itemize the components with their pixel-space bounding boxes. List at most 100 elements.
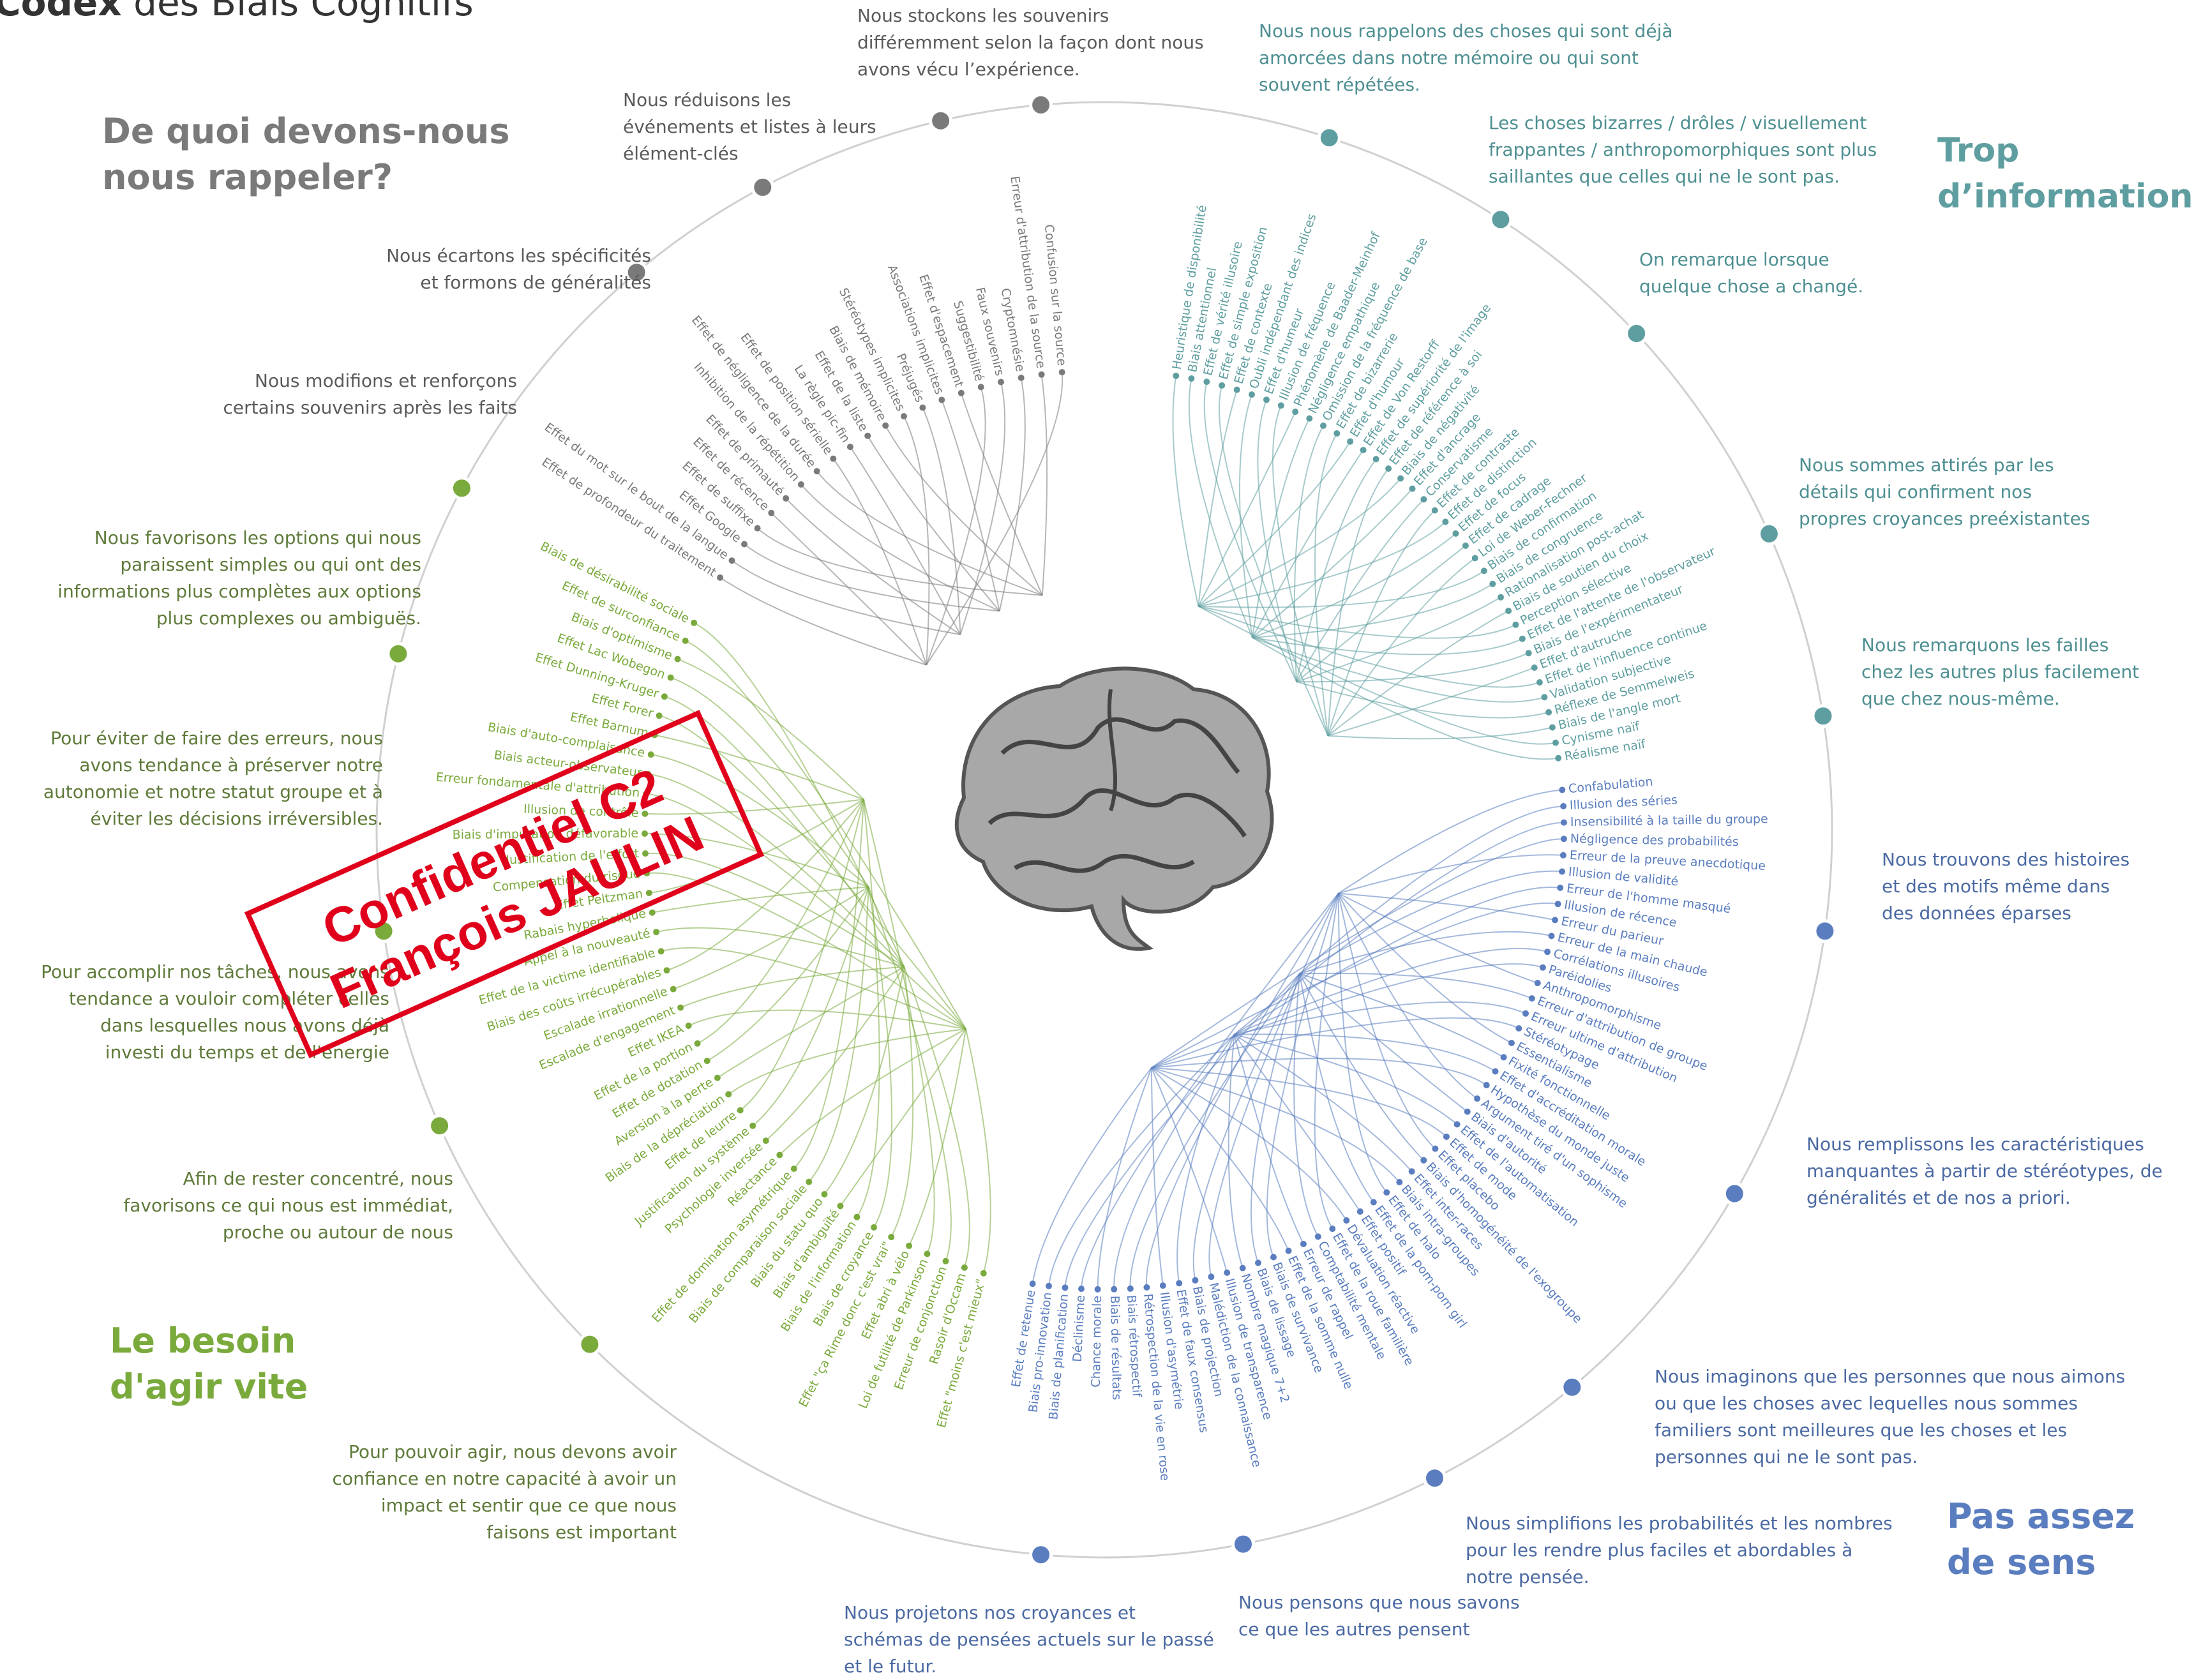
branch-line (1151, 902, 1558, 1069)
bias-node (1534, 980, 1541, 987)
bias-node (1173, 372, 1180, 379)
subgroup-dot (1722, 1181, 1747, 1206)
bias-label: Illusion des séries (1569, 793, 1678, 813)
bias-node (906, 1242, 913, 1249)
bias-node (1397, 475, 1404, 482)
branch-line (1299, 973, 1505, 1058)
branch-line (677, 658, 864, 800)
branch-line (1252, 449, 1364, 638)
branch-line (1296, 458, 1377, 682)
branch-line (1296, 545, 1466, 682)
branch-line (1314, 433, 1338, 736)
subgroup-dot (386, 641, 410, 666)
category-need-to-act-fast: Le besoin d'agir vite (110, 1321, 308, 1407)
branch-line (922, 407, 961, 635)
bias-node (1549, 724, 1556, 731)
bias-node (1188, 375, 1195, 382)
branch-line (1198, 605, 1556, 745)
subgroup-dot (1560, 1375, 1584, 1399)
branch-line (856, 799, 880, 1218)
bias-node (837, 1203, 844, 1210)
bias-node (821, 1191, 828, 1197)
page-title: Codex des Biais Cognitifs (0, 0, 474, 24)
bias-node (1492, 1068, 1499, 1075)
bias-node (663, 967, 670, 974)
branch-line (644, 832, 869, 888)
branch-line (816, 470, 1043, 596)
subgroup-dot (751, 175, 775, 199)
branch-line (1233, 1034, 1304, 1245)
bias-node (1208, 1273, 1215, 1280)
subgroup-dot (1489, 207, 1513, 232)
bias-node (1224, 1269, 1231, 1276)
bias-node (762, 1137, 769, 1144)
bias-node (725, 1091, 732, 1098)
branch-line (1151, 1058, 1487, 1086)
bias-node (1505, 608, 1512, 614)
bias-node (1552, 917, 1558, 924)
branch-line (1198, 411, 1296, 607)
subgroup-dot (1757, 521, 1781, 546)
bias-node (1442, 518, 1449, 525)
bias-node (1519, 635, 1526, 642)
subgroup-label: Nous projetons nos croyances et schémas … (844, 1602, 1214, 1677)
branch-line (1228, 1034, 1243, 1268)
branch-line (1151, 1017, 1519, 1069)
bias-node (741, 541, 747, 548)
bias-node (694, 1040, 701, 1047)
bias-node (1544, 949, 1551, 956)
branch-line (693, 622, 905, 968)
branch-line (1337, 893, 1388, 1193)
branch-line (1252, 636, 1545, 703)
subgroup-label: Nous imaginons que les personnes que nou… (1655, 1366, 2126, 1467)
bias-node (737, 1107, 744, 1114)
bias-node (1383, 1189, 1390, 1196)
branch-line (707, 886, 869, 1061)
branch-line (664, 696, 905, 968)
branch-line (1208, 893, 1339, 1277)
branch-line (1151, 1067, 1447, 1137)
subgroup-label: Nous écartons les spécificités et formon… (386, 245, 651, 293)
branch-line (654, 734, 864, 800)
bias-node (882, 422, 889, 429)
bias-node (645, 770, 652, 777)
branch-line (1081, 892, 1339, 1289)
bias-node (1270, 1254, 1277, 1261)
subgroup-dot (1317, 126, 1341, 150)
subgroup-label: Nous favorisons les options qui nous par… (57, 527, 421, 629)
bias-node (768, 509, 775, 516)
subgroup-label: Pour accomplir nos tâches, nous avons te… (41, 961, 389, 1063)
branch-line (1172, 375, 1199, 606)
bias-label: Biais d'imputation défavorable (453, 827, 638, 842)
bias-node (1062, 1284, 1069, 1291)
branch-line (1337, 892, 1512, 1044)
bias-node (1127, 1285, 1134, 1292)
bias-node (1541, 694, 1548, 701)
bias-node (1531, 664, 1538, 671)
bias-node (924, 1250, 931, 1257)
bias-node (1420, 496, 1427, 503)
bias-node (1320, 422, 1326, 429)
branch-line (808, 887, 869, 1183)
branch-line (650, 754, 869, 888)
subgroup-label: Afin de rester concentré, nous favorison… (123, 1168, 453, 1243)
bias-node (1255, 1259, 1261, 1266)
branch-line (965, 1028, 991, 1273)
bias-node (790, 1166, 797, 1172)
branch-line (670, 677, 869, 887)
bias-node (1464, 1108, 1471, 1115)
branch-line (688, 1009, 966, 1030)
subgroup-label: Les choses bizarres / drôles / visuellem… (1489, 112, 1877, 187)
bias-node (813, 468, 820, 475)
subgroup-dot (929, 109, 953, 133)
bias-node (1552, 739, 1559, 746)
branch-line (839, 1028, 966, 1206)
bias-node (674, 656, 681, 663)
branch-line (765, 966, 905, 1141)
branch-line (717, 966, 905, 1079)
bias-node (1420, 1157, 1427, 1164)
bias-label: Confusion sur la source (1042, 224, 1069, 366)
bias-node (1525, 650, 1532, 657)
